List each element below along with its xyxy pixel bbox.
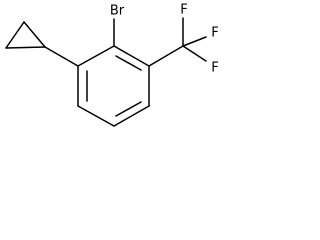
c-f-bond xyxy=(182,36,207,47)
ring-double-bond xyxy=(115,55,142,71)
c-cf3-bond xyxy=(148,45,184,67)
molecule-structure: Br F F F xyxy=(5,3,219,127)
bromine-label: Br xyxy=(110,4,125,19)
c-f-bond xyxy=(182,45,207,62)
cyclopropyl-aryl-bond xyxy=(44,46,79,67)
ring-bond xyxy=(77,45,115,67)
fluorine-label-right: F xyxy=(211,26,218,41)
ring-bond xyxy=(113,45,150,67)
cyclopropyl-bond xyxy=(23,21,46,48)
ring-bond xyxy=(113,105,150,127)
cyclopropyl-bond xyxy=(5,46,46,49)
cyclopropyl-bond xyxy=(5,21,25,49)
benzene-ring xyxy=(77,45,150,127)
ring-double-bond xyxy=(115,101,142,117)
cyclopropyl-ring xyxy=(5,21,46,49)
fluorine-label-top: F xyxy=(180,3,187,18)
ring-bond xyxy=(77,105,115,127)
fluorine-label-bottom-right: F xyxy=(211,61,218,76)
